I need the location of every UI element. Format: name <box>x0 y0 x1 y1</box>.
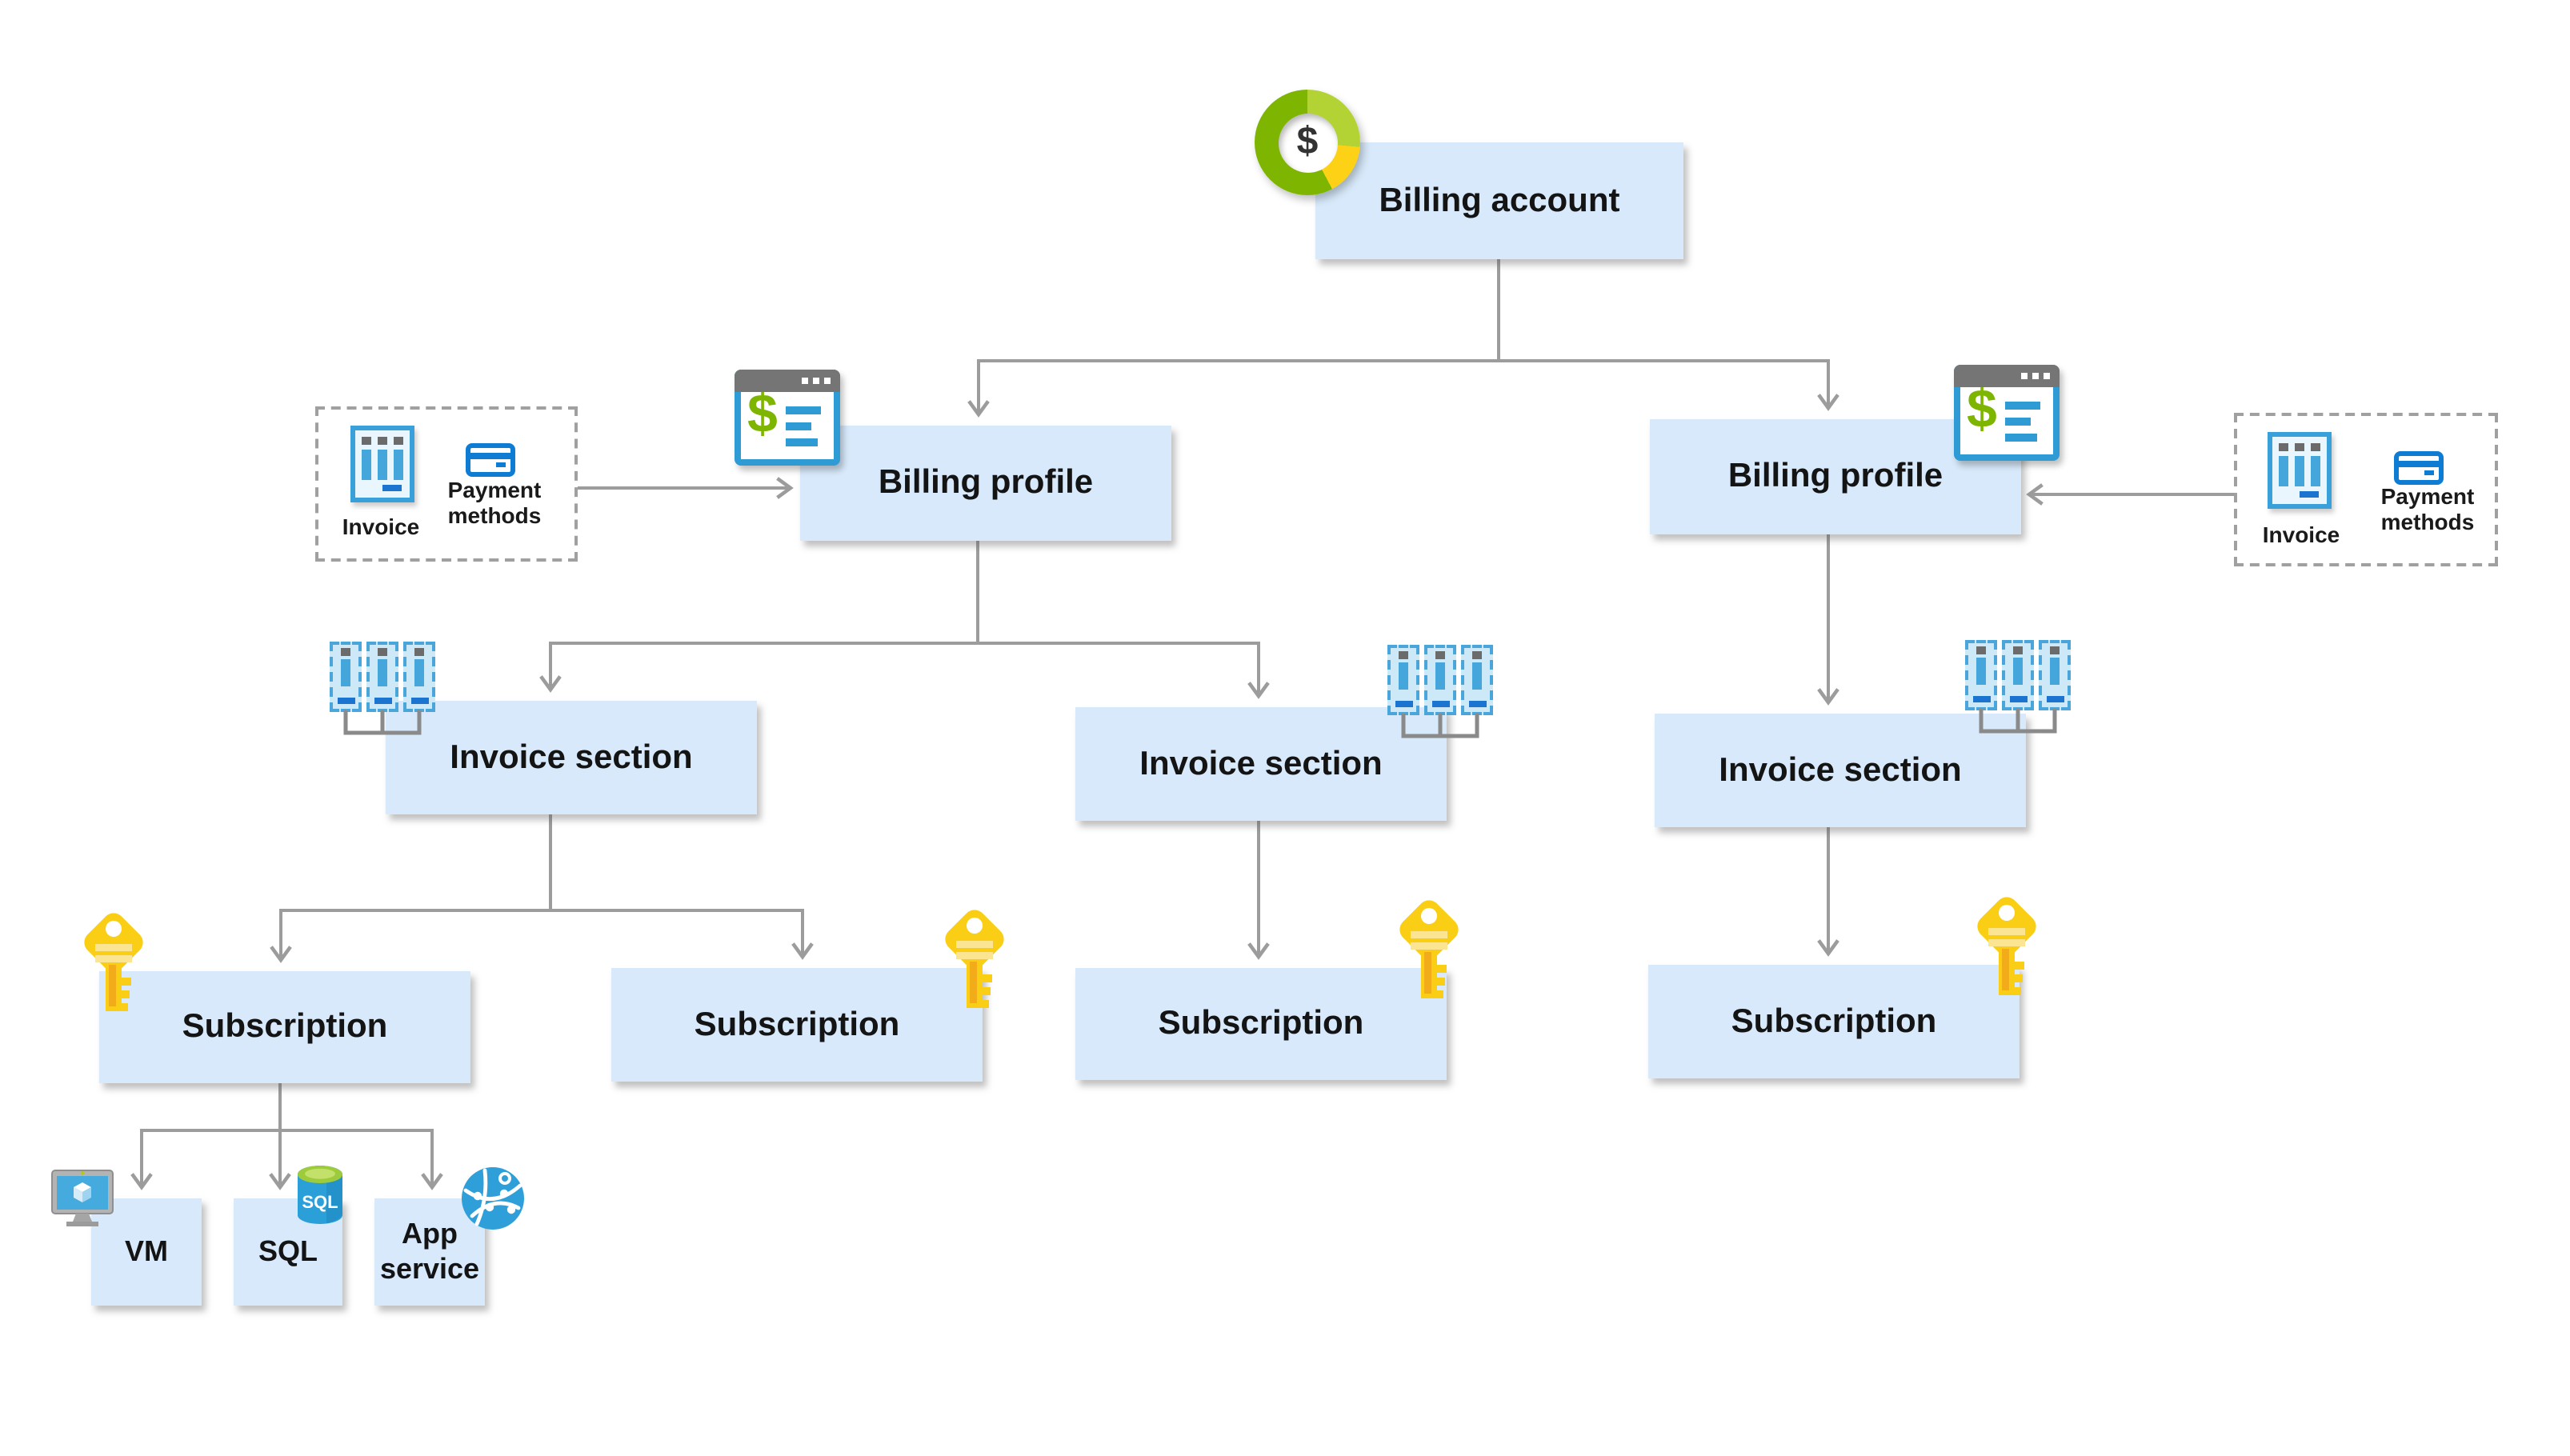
dollar-glyph: $ <box>747 392 778 445</box>
invoice-caption-left: Invoice <box>342 514 420 539</box>
billing-account-label: Billing account <box>1379 182 1620 218</box>
subscription-node-1: Subscription <box>99 971 470 1083</box>
subscription-node-4: Subscription <box>1648 965 2020 1078</box>
app-service-globe-icon <box>461 1166 525 1230</box>
text-line <box>2005 418 2031 426</box>
key-icon-3 <box>1395 896 1463 1005</box>
subscription-node-2: Subscription <box>611 968 983 1082</box>
billing-account-donut-icon: $ <box>1255 90 1360 195</box>
key-icon-2 <box>941 906 1008 1014</box>
subscription-label: Subscription <box>694 1006 900 1042</box>
billing-profile-right-node: Billing profile <box>1650 419 2021 534</box>
window-dot-icon <box>2044 373 2050 379</box>
payment-card-icon-left <box>466 443 515 477</box>
billing-profile-label: Billing profile <box>1727 458 1944 494</box>
text-line <box>786 406 821 414</box>
text-line <box>786 438 818 446</box>
billing-profile-window-icon-left: $ <box>735 370 840 466</box>
payment-card-icon-right <box>2394 451 2444 485</box>
window-dot-icon <box>813 378 819 384</box>
app-service-label: App service <box>379 1217 480 1284</box>
sql-label: SQL <box>258 1234 318 1267</box>
key-icon-4 <box>1973 893 2040 1002</box>
text-line <box>2005 402 2040 410</box>
subscription-label: Subscription <box>1158 1005 1364 1042</box>
invoice-section-label: Invoice section <box>450 738 693 775</box>
invoice-section-label: Invoice section <box>1139 745 1383 782</box>
billing-profile-label: Billing profile <box>878 464 1094 501</box>
payment-methods-caption-left: Payment methods <box>447 477 542 528</box>
invoice-section-left-node: Invoice section <box>386 701 757 814</box>
invoice-doc-icon-left <box>350 426 414 502</box>
window-body: $ <box>1960 387 2053 454</box>
invoice-stack-icon-middle <box>1387 645 1493 744</box>
sql-database-icon: SQL <box>296 1165 344 1226</box>
text-line <box>786 422 811 430</box>
vm-monitor-icon <box>51 1168 114 1227</box>
window-titlebar <box>1954 365 2060 387</box>
stack-bracket <box>1979 709 2057 734</box>
invoice-section-right-node: Invoice section <box>1655 714 2026 827</box>
window-titlebar <box>735 370 840 392</box>
resource-vm-node: VM <box>91 1198 202 1306</box>
stack-bracket <box>1401 714 1479 738</box>
subscription-node-3: Subscription <box>1075 968 1447 1080</box>
billing-account-node: Billing account <box>1315 142 1683 259</box>
window-dot-icon <box>2032 373 2039 379</box>
window-dot-icon <box>2021 373 2028 379</box>
window-body: $ <box>741 392 834 459</box>
donut-dollar-label: $ <box>1278 113 1337 172</box>
vm-label: VM <box>125 1234 168 1267</box>
invoice-doc-icon-right <box>2268 432 2332 509</box>
text-line <box>2005 434 2037 442</box>
payment-methods-caption-right: Payment methods <box>2380 483 2475 534</box>
invoice-stack-icon-left <box>330 642 435 741</box>
subscription-label: Subscription <box>1731 1002 1937 1039</box>
invoice-caption-right: Invoice <box>2262 522 2340 547</box>
subscription-label: Subscription <box>182 1008 388 1045</box>
invoice-stack-icon-right <box>1965 640 2071 739</box>
resource-app-service-node: App service <box>374 1198 485 1306</box>
invoice-section-label: Invoice section <box>1719 751 1962 788</box>
dollar-glyph: $ <box>1967 387 1997 440</box>
window-dot-icon <box>824 378 831 384</box>
billing-profile-window-icon-right: $ <box>1954 365 2060 461</box>
billing-profile-left-node: Billing profile <box>800 426 1171 541</box>
stack-bracket <box>343 710 422 735</box>
sql-badge-label: SQL <box>302 1192 338 1212</box>
invoice-section-middle-node: Invoice section <box>1075 707 1447 821</box>
key-icon-1 <box>80 909 147 1018</box>
window-dot-icon <box>802 378 808 384</box>
